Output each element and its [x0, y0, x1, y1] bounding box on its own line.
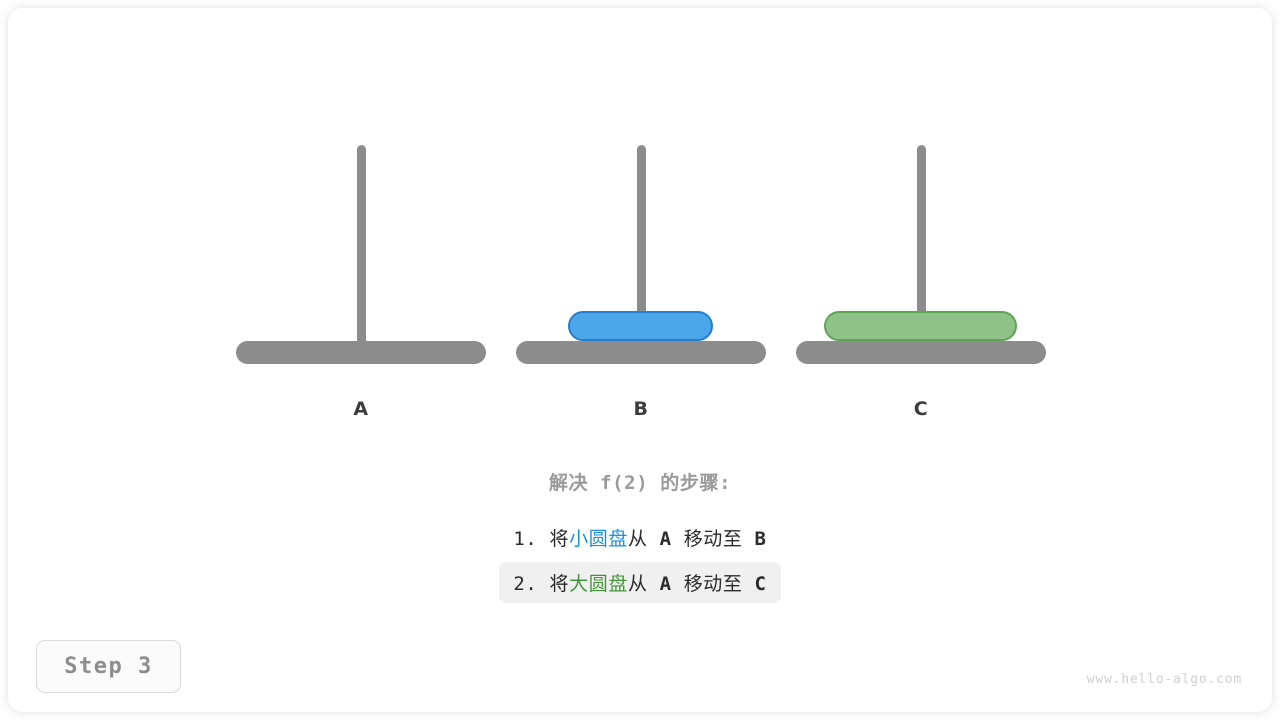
step-item-2: 2. 将大圆盘从 A 移动至 C: [499, 562, 781, 603]
caption-block: 解决 f(2) 的步骤: 1. 将小圆盘从 A 移动至 B 2. 将大圆盘从 A…: [0, 468, 1280, 607]
disk-small-on-b: [568, 311, 713, 341]
step-1-from-word: 从: [627, 528, 648, 550]
step-1-verb: 将: [549, 528, 570, 550]
tower-c-label: C: [913, 398, 929, 420]
tower-b: B: [516, 0, 766, 440]
step-2-disk-word: 大圆盘: [569, 573, 628, 595]
tower-a-pole: [356, 145, 366, 357]
tower-a-base: [236, 341, 486, 364]
step-list: 1. 将小圆盘从 A 移动至 B 2. 将大圆盘从 A 移动至 C: [499, 517, 781, 607]
step-2-verb: 将: [549, 573, 570, 595]
tower-c-pole: [916, 145, 926, 357]
tower-b-label: B: [633, 398, 649, 420]
tower-b-base: [516, 341, 766, 364]
step-item-1: 1. 将小圆盘从 A 移动至 B: [499, 517, 780, 558]
step-1-to-peg: B: [754, 528, 767, 550]
step-1-move-word: 移动至: [683, 528, 743, 550]
step-badge-label: Step 3: [64, 654, 153, 679]
step-1-index: 1.: [513, 528, 538, 550]
step-badge: Step 3: [36, 640, 181, 693]
tower-a-label: A: [353, 398, 369, 420]
step-1-from-peg: A: [659, 528, 672, 550]
tower-c: C: [796, 0, 1046, 440]
step-1-disk-word: 小圆盘: [569, 528, 628, 550]
step-2-move-word: 移动至: [683, 573, 743, 595]
tower-c-base: [796, 341, 1046, 364]
tower-b-pole: [636, 145, 646, 357]
step-2-from-peg: A: [659, 573, 672, 595]
watermark: www.hello-algo.com: [1086, 672, 1242, 687]
step-2-index: 2.: [513, 573, 538, 595]
step-2-to-peg: C: [754, 573, 767, 595]
step-2-from-word: 从: [627, 573, 648, 595]
disk-large-on-c: [824, 311, 1017, 341]
tower-a: A: [236, 0, 486, 440]
caption-title: 解决 f(2) 的步骤:: [548, 472, 732, 494]
